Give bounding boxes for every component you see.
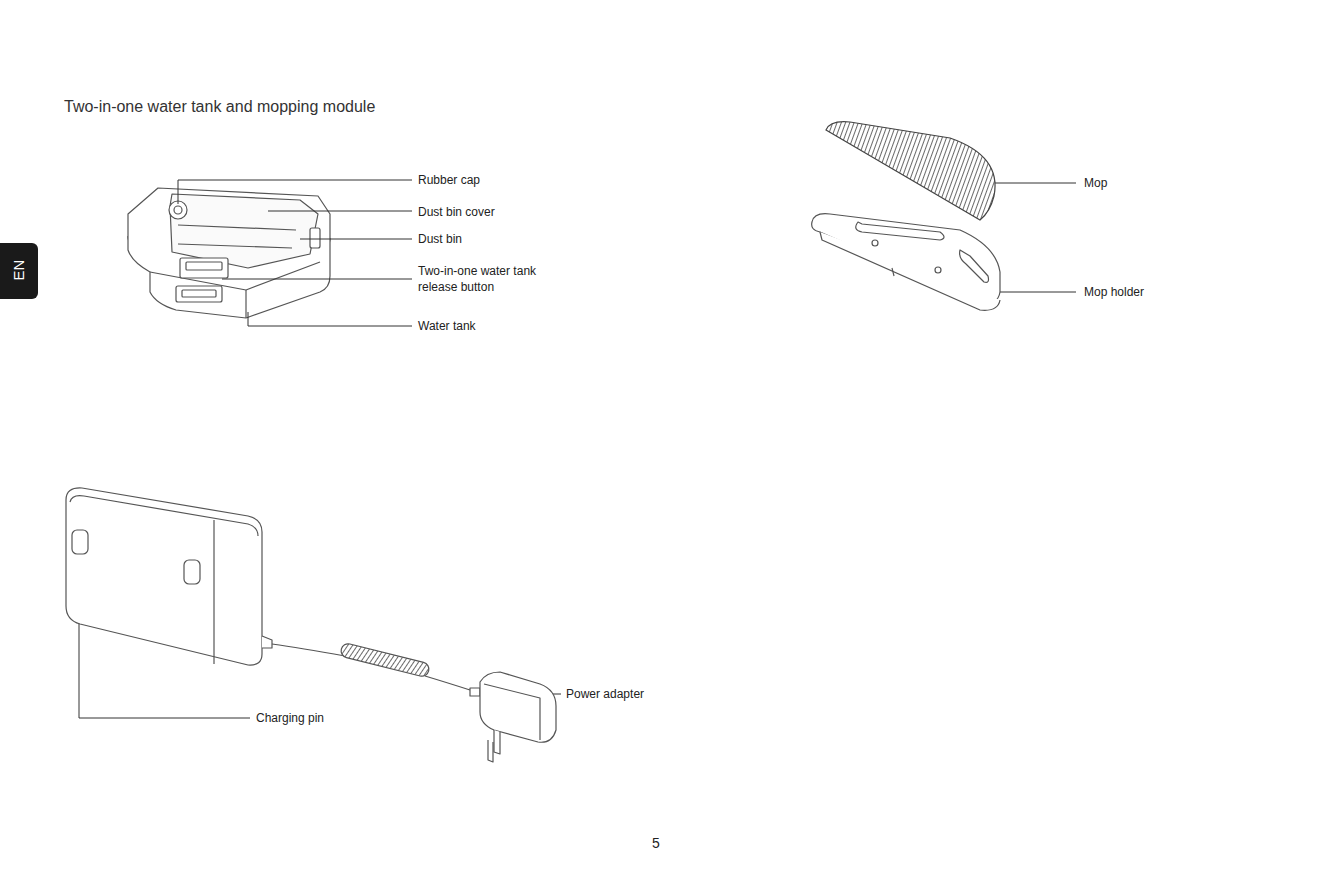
part-name: Mop — [1084, 175, 1107, 191]
part-name: Rubber cap — [418, 172, 480, 188]
part-name: Charging pin — [256, 710, 324, 726]
part-name: Power adapter — [566, 686, 644, 702]
mop — [826, 122, 995, 220]
language-tab-label: EN — [11, 251, 27, 289]
mop-holder — [812, 214, 1000, 311]
language-tab — [0, 243, 38, 299]
part-name: Dust bin — [418, 231, 462, 247]
part-name: Water tank — [418, 318, 476, 334]
part-name: Dust bin cover — [418, 204, 495, 220]
water-tank-module — [128, 188, 330, 318]
charging-dock — [66, 488, 272, 665]
cable-strap — [340, 642, 431, 677]
part-name: Mop holder — [1084, 284, 1144, 300]
power-adapter — [470, 672, 556, 762]
part-name: Two-in-one water tank release button — [418, 263, 568, 295]
section-title: Two-in-one water tank and mopping module — [64, 99, 375, 115]
page-number: 5 — [652, 835, 660, 851]
